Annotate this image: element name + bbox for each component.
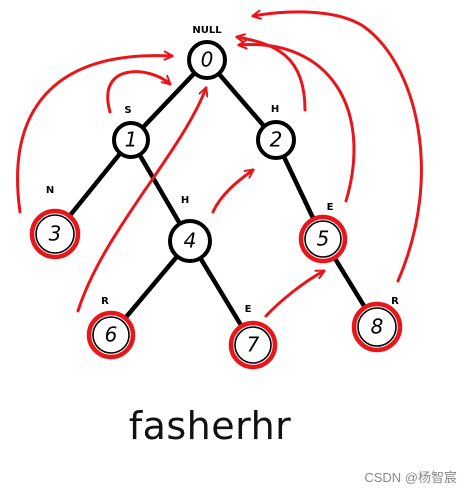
trie-node-8: 8R — [351, 296, 403, 353]
fail-link-arrow-7-to-5 — [264, 269, 324, 318]
node-digit: 5 — [317, 227, 330, 251]
node-ring — [168, 219, 212, 263]
node-red-ring — [351, 301, 403, 353]
node-char-label: H — [181, 195, 189, 206]
node-char-label: E — [245, 304, 252, 315]
node-red-ring — [29, 208, 81, 260]
trie-node-3: 3N — [29, 185, 81, 260]
trie-node-4: 4H — [168, 195, 212, 263]
node-char-label: E — [327, 202, 334, 213]
node-red-ring — [228, 320, 278, 370]
node-char-label: R — [101, 296, 109, 307]
node-digit: 4 — [184, 229, 197, 253]
node-ring — [187, 40, 227, 80]
node-digit: 1 — [125, 128, 138, 152]
node-inner-ring — [304, 220, 342, 258]
fail-link-arrow-2-to-0 — [237, 37, 307, 112]
trie-node-7: 7E — [228, 304, 278, 370]
fail-link-arrow-5-to-0 — [239, 45, 356, 203]
node-ring — [112, 121, 150, 159]
fail-link-arrow-8-to-0 — [253, 12, 423, 283]
node-inner-ring — [35, 214, 75, 254]
fail-link-arrow-4-to-2 — [211, 168, 253, 214]
node-digit: 8 — [371, 315, 384, 339]
node-ring — [256, 120, 296, 160]
node-digit: 6 — [105, 323, 118, 347]
node-inner-ring — [92, 316, 130, 354]
watermark: CSDN @杨智宸 — [364, 470, 457, 485]
node-inner-ring — [357, 307, 397, 347]
trie-node-0: 0 NULL — [187, 25, 227, 80]
node-char-label: S — [124, 105, 131, 116]
fail-link-arrow-3-to-0 — [16, 56, 172, 214]
node-inner-ring — [234, 326, 272, 364]
trie-node-6: 6R — [86, 296, 136, 360]
node-digit: 2 — [270, 128, 283, 152]
node-char-label: R — [391, 296, 399, 307]
node-red-ring — [86, 310, 136, 360]
node-char-label: N — [46, 185, 54, 196]
fail-link-arrow-6-to-0 — [76, 88, 206, 313]
node-char-label: H — [271, 104, 279, 115]
caption-text: fasherhr — [128, 404, 292, 448]
trie-node-2: 2H — [256, 104, 296, 160]
node-char-label: NULL — [192, 25, 222, 36]
trie-node-5: 5E — [298, 202, 348, 264]
node-digit: 3 — [49, 222, 62, 246]
node-digit: 0 — [201, 48, 214, 72]
node-digit: 7 — [247, 333, 260, 357]
fail-link-arrow-1-to-0 — [106, 70, 170, 114]
trie-node-1: 1S — [112, 105, 150, 159]
node-red-ring — [298, 214, 348, 264]
